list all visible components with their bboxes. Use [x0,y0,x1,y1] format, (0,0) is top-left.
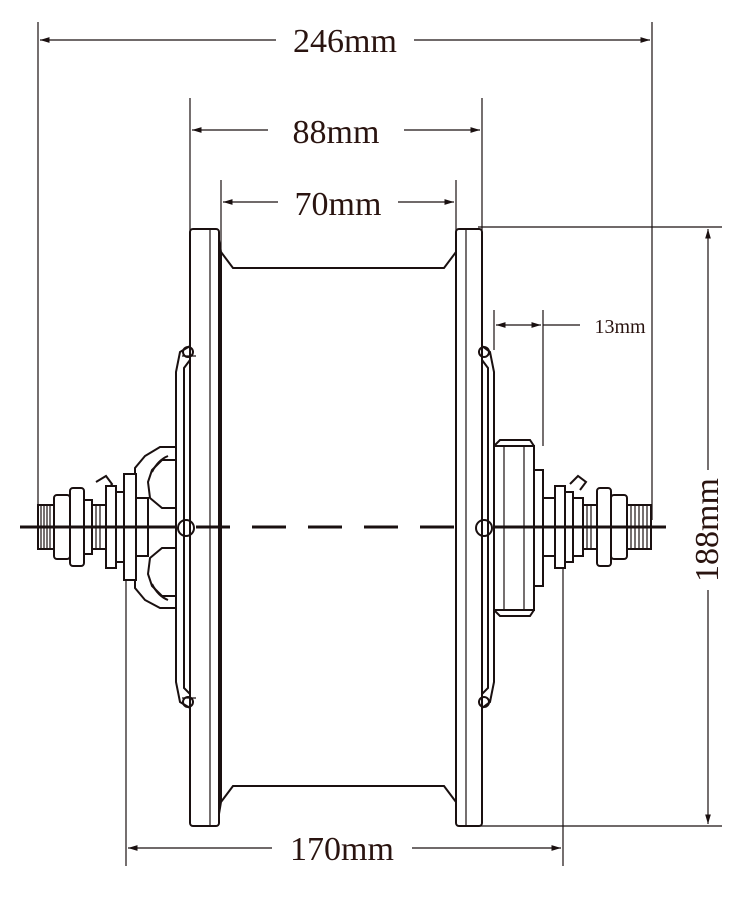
dim-70: 70mm [223,186,454,223]
dim-188: 188mm [689,229,726,824]
dim-188-label: 188mm [689,478,726,582]
dim-88: 88mm [192,114,480,151]
dim-70-label: 70mm [295,186,382,223]
dim-246-label: 246mm [293,23,397,60]
extension-lines [37,22,722,866]
right-axle-hardware [542,474,652,569]
dim-13-label: 13mm [594,316,646,338]
dim-170: 170mm [128,831,561,868]
dim-246: 246mm [40,23,650,60]
dim-170-label: 170mm [290,831,394,868]
right-flange [455,228,483,827]
dim-88-label: 88mm [293,114,380,151]
dim-13: 13mm [496,316,646,338]
